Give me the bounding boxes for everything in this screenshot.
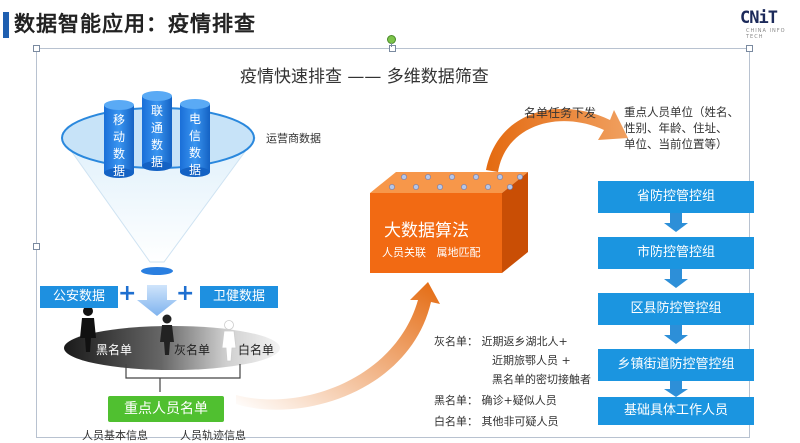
resize-handle-top[interactable]: [389, 45, 396, 52]
down-arrow: [137, 285, 177, 316]
person-black-icon: [80, 306, 96, 352]
cylinder-unicom-label: 联通数据: [150, 104, 163, 169]
public-security-data: 公安数据: [40, 286, 118, 308]
diagram-subtitle: 疫情快速排查 —— 多维数据筛查: [240, 67, 489, 87]
black-list-label: 黑名单: [96, 343, 133, 357]
rotate-handle-stem: [391, 43, 392, 47]
carrier-data-label: 运营商数据: [266, 132, 321, 145]
cnit-logo: CNiT: [740, 8, 778, 28]
grey-list-label: 灰名单: [174, 343, 211, 357]
resize-handle-tr[interactable]: [746, 45, 753, 52]
algorithm-subtitle: 人员关联 属地匹配: [382, 246, 481, 259]
list-bracket: [125, 364, 241, 379]
basic-info-label: 人员基本信息: [82, 429, 148, 442]
cylinder-telecom: [180, 99, 210, 177]
flow-arrows: [664, 213, 688, 397]
plus-icon-left: +: [118, 281, 137, 306]
person-grey-icon: [160, 314, 174, 355]
legend-white: 白名单： 其他非可疑人员: [434, 415, 559, 428]
flow-county-group: 区县防控管控组: [598, 293, 754, 325]
flow-city-group: 市防控管控组: [598, 237, 754, 269]
legend-grey-line-2: 近期旅鄂人员 +: [492, 354, 571, 367]
dispatch-label: 名单任务下发: [524, 106, 597, 120]
flow-staff: 基础具体工作人员: [598, 397, 754, 425]
resize-handle-tl[interactable]: [33, 45, 40, 52]
cylinder-telecom-label: 电信数据: [188, 112, 201, 177]
resize-handle-left[interactable]: [33, 243, 40, 250]
cylinder-mobile: [104, 100, 134, 178]
curve-arrow-dispatch: [486, 108, 628, 172]
plus-icon-right: +: [176, 281, 195, 306]
header-accent: [3, 12, 9, 38]
cylinder-unicom: [142, 91, 172, 171]
legend-grey-line-1: 灰名单： 近期返乡湖北人+: [434, 335, 568, 348]
flow-township-group: 乡镇街道防控管控组: [598, 349, 754, 381]
header-bar: [0, 0, 800, 44]
page-title: 数据智能应用：疫情排查: [14, 12, 256, 36]
cylinder-mobile-label: 移动数据: [112, 113, 125, 178]
legend-grey-line-3: 黑名单的密切接触者: [492, 373, 591, 386]
health-commission-data: 卫健数据: [200, 286, 278, 308]
person-white-icon: [221, 320, 237, 362]
key-personnel-list: 重点人员名单: [108, 396, 224, 422]
unit-note-line-2: 性别、年龄、住址、: [624, 121, 728, 135]
unit-note-line-3: 单位、当前位置等）: [624, 137, 728, 151]
legend-black: 黑名单： 确诊+疑似人员: [434, 394, 557, 407]
trajectory-info-label: 人员轨迹信息: [180, 429, 246, 442]
flow-province-group: 省防控管控组: [598, 181, 754, 213]
algorithm-title: 大数据算法: [384, 221, 469, 241]
algorithm-box: [370, 172, 528, 273]
white-list-label: 白名单: [238, 343, 275, 357]
funnel-outlet: [141, 267, 173, 275]
logo-subtext: CHINA INFO TECH: [746, 28, 786, 40]
unit-note-line-1: 重点人员单位（姓名、: [624, 105, 739, 119]
curve-arrow-up: [236, 282, 440, 410]
